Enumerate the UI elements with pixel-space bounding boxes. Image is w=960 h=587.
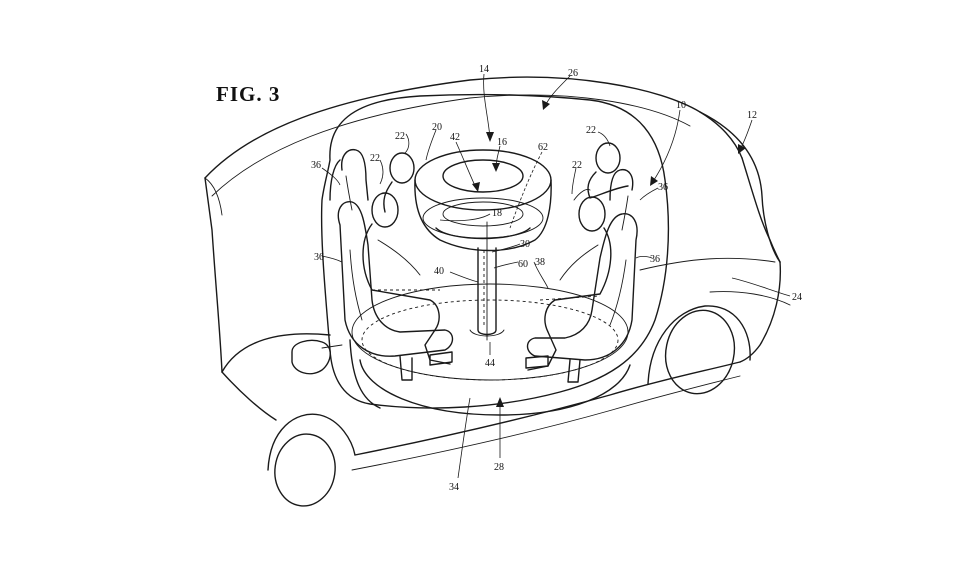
ref-30: 30	[520, 239, 530, 250]
figure-title: FIG. 3	[216, 82, 281, 106]
ref-62: 62	[538, 142, 548, 153]
ref-38: 38	[535, 257, 545, 268]
ref-26: 26	[568, 68, 578, 79]
ref-22a: 22	[395, 131, 405, 142]
reference-numerals: 14 26 10 12 20 42 16 62 22 22 22 22 36 3…	[311, 64, 802, 493]
ref-24: 24	[792, 292, 802, 303]
ref-36b: 36	[314, 252, 324, 263]
ref-42: 42	[450, 132, 460, 143]
ref-36c: 36	[658, 182, 668, 193]
ref-36d: 36	[650, 254, 660, 265]
ref-22d: 22	[572, 160, 582, 171]
ref-10: 10	[676, 100, 686, 111]
ref-36a: 36	[311, 160, 321, 171]
ref-22b: 22	[370, 153, 380, 164]
vehicle-body	[204, 76, 791, 507]
table-airbag	[414, 149, 552, 369]
ref-28: 28	[494, 462, 504, 473]
ref-20: 20	[432, 122, 442, 133]
ref-34: 34	[449, 482, 459, 493]
leader-lines	[321, 73, 791, 479]
ref-14: 14	[479, 64, 489, 75]
ref-18: 18	[492, 208, 502, 219]
ref-40: 40	[434, 266, 444, 277]
ref-60: 60	[518, 259, 528, 270]
seats	[337, 148, 638, 383]
ref-22c: 22	[586, 125, 596, 136]
airbag-envelope	[320, 93, 670, 416]
ref-12: 12	[747, 110, 757, 121]
ref-44: 44	[485, 358, 495, 369]
ref-16: 16	[497, 137, 507, 148]
occupants	[362, 142, 629, 371]
